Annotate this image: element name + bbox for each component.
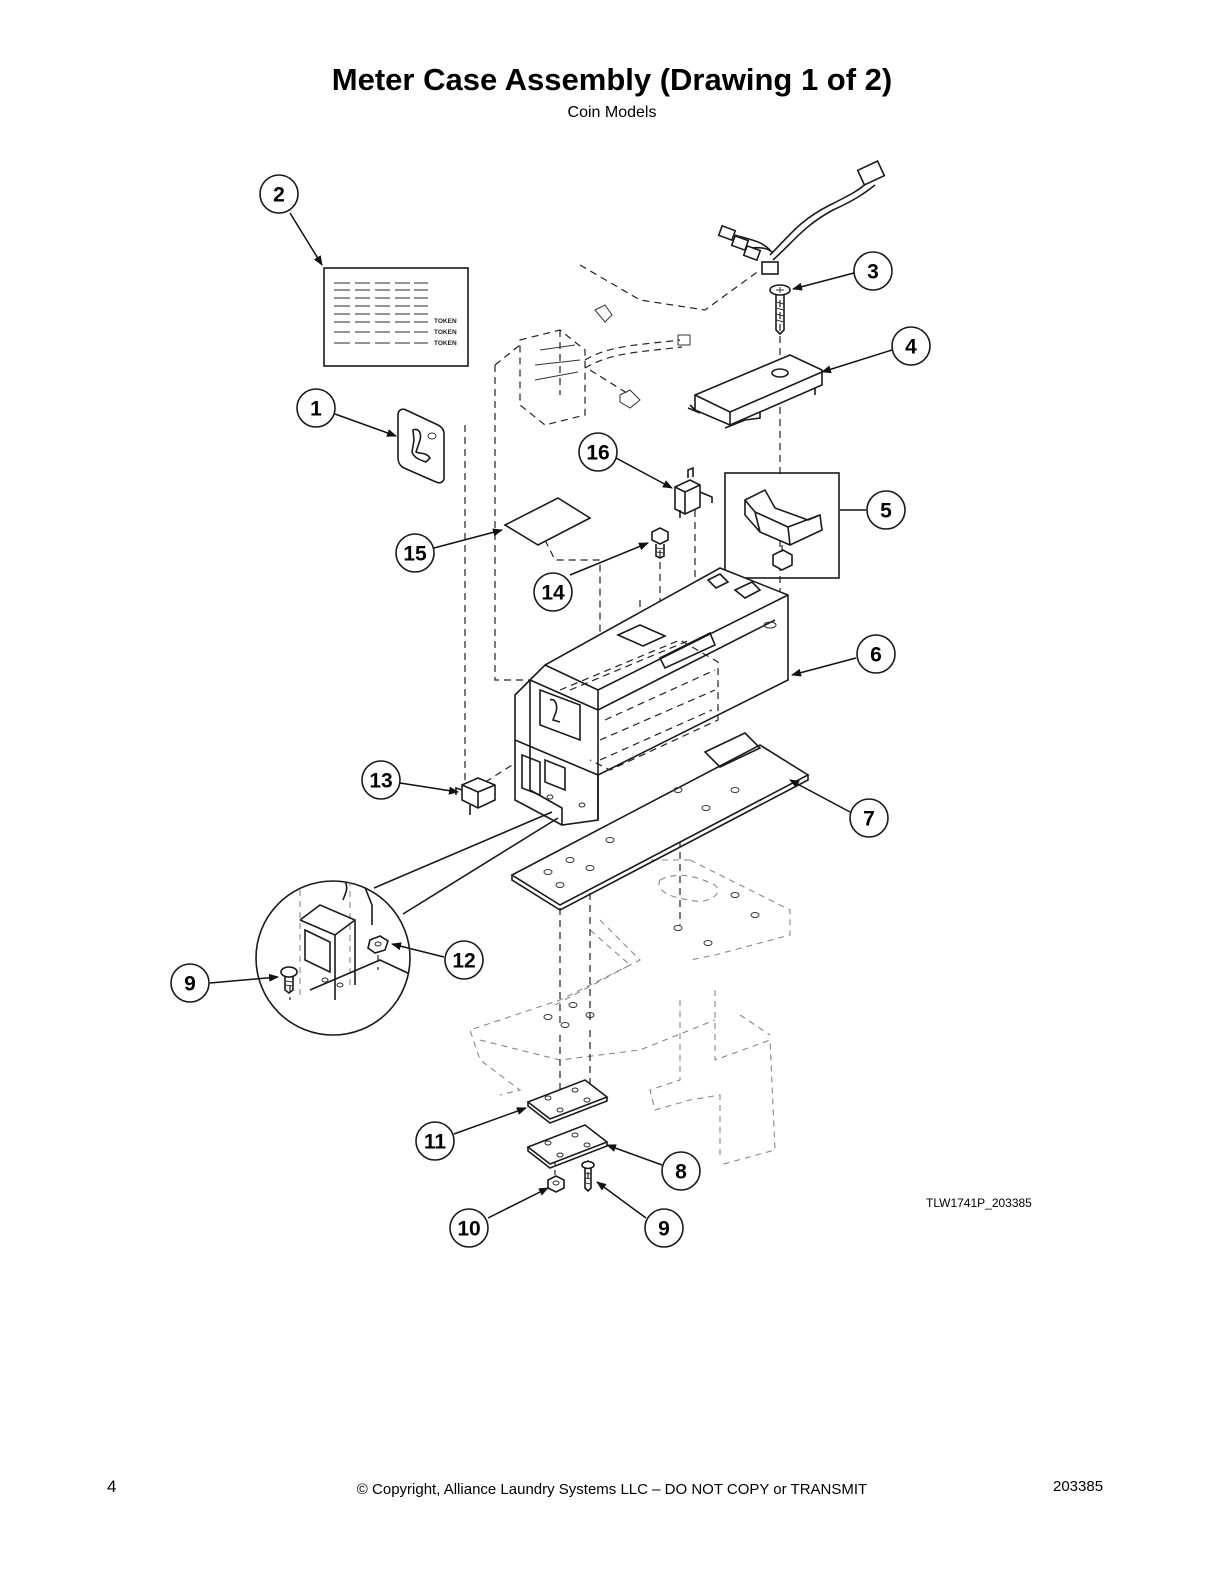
coin-slide-plate-part-1 — [397, 408, 445, 484]
drawing-code: TLW1741P_203385 — [926, 1196, 1032, 1210]
plate-part-8 — [526, 1124, 609, 1169]
callout-2: 2 — [259, 174, 299, 214]
callout-10: 10 — [449, 1208, 489, 1248]
bolt-part-14 — [651, 527, 669, 559]
wire-harness — [519, 160, 886, 426]
callout-6: 6 — [856, 634, 896, 674]
page-subtitle: Coin Models — [567, 104, 657, 121]
screw-part-9-bottom — [581, 1160, 595, 1193]
callout-12: 12 — [444, 940, 484, 980]
decal-label: TOKEN — [434, 329, 457, 336]
svg-text:13: 13 — [369, 770, 392, 793]
page-title: Meter Case Assembly (Drawing 1 of 2) — [331, 62, 893, 97]
cabinet-top-outline — [469, 859, 791, 1166]
svg-text:12: 12 — [452, 950, 475, 973]
svg-text:11: 11 — [424, 1131, 447, 1154]
callout-5: 5 — [866, 490, 906, 530]
svg-text:2: 2 — [273, 184, 285, 207]
svg-text:8: 8 — [675, 1161, 687, 1184]
callout-7: 7 — [849, 798, 889, 838]
svg-text:4: 4 — [905, 336, 917, 359]
leader-arrows — [209, 212, 893, 1219]
plate-part-11 — [526, 1079, 609, 1124]
bracket-part-5 — [724, 472, 840, 579]
decal-label: TOKEN — [434, 318, 457, 325]
callout-16: 16 — [578, 432, 618, 472]
callout-9: 9 — [644, 1208, 684, 1248]
callout-3: 3 — [853, 251, 893, 291]
switch-part-13 — [455, 777, 496, 815]
svg-text:7: 7 — [863, 808, 875, 831]
svg-text:9: 9 — [184, 973, 196, 996]
callout-13: 13 — [361, 760, 401, 800]
svg-text:6: 6 — [870, 644, 882, 667]
base-plate-part-7 — [510, 732, 810, 911]
meter-case-part-6 — [514, 567, 789, 826]
label-card-part-15 — [503, 497, 592, 546]
meter-lid-part-4 — [687, 354, 823, 429]
svg-text:1: 1 — [310, 398, 322, 421]
detail-view — [255, 811, 559, 1036]
svg-text:5: 5 — [880, 500, 892, 523]
svg-text:14: 14 — [541, 582, 565, 605]
callout-8: 8 — [661, 1151, 701, 1191]
switch-part-16 — [674, 466, 713, 518]
page-number: 4 — [107, 1477, 117, 1496]
svg-text:3: 3 — [867, 261, 879, 284]
callout-9: 9 — [170, 963, 210, 1003]
svg-text:15: 15 — [403, 543, 427, 566]
svg-text:16: 16 — [586, 442, 609, 465]
screw-part-3 — [769, 284, 791, 336]
svg-text:9: 9 — [658, 1218, 670, 1241]
callout-14: 14 — [533, 572, 573, 612]
copyright-notice: © Copyright, Alliance Laundry Systems LL… — [356, 1481, 868, 1498]
screw-part-9-detail — [280, 966, 298, 994]
callout-4: 4 — [891, 326, 931, 366]
callout-1: 1 — [296, 388, 336, 428]
callout-11: 11 — [415, 1121, 455, 1161]
document-number: 203385 — [1053, 1478, 1104, 1495]
svg-text:10: 10 — [457, 1218, 480, 1241]
decal-part-2: TOKEN TOKEN TOKEN — [323, 267, 469, 367]
callout-15: 15 — [395, 533, 435, 573]
nut-part-10 — [547, 1175, 565, 1193]
decal-label: TOKEN — [434, 340, 457, 347]
